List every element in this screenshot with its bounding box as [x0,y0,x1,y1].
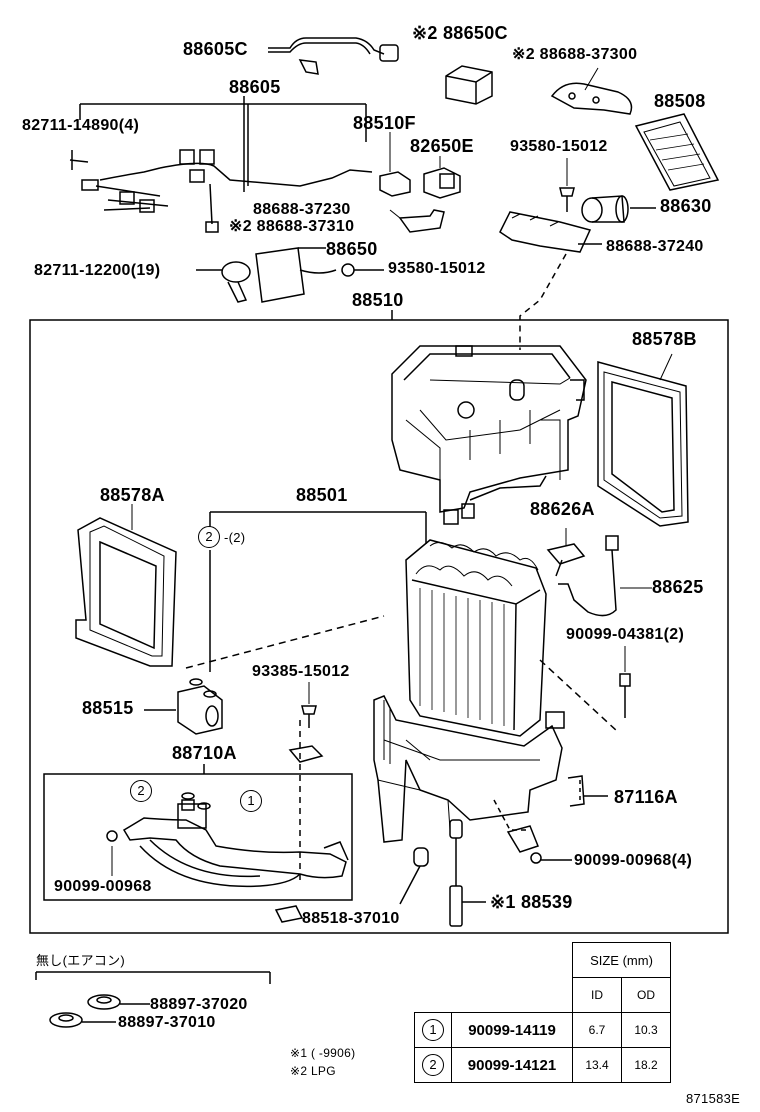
row-circle-2: 2 [422,1054,444,1076]
harness-88605 [70,96,372,232]
row-id-2: 13.4 [572,1047,622,1083]
label-82711-12200: 82711-12200(19) [34,262,161,279]
label-88515: 88515 [82,698,134,718]
bracket-88688-37300 [552,68,632,114]
pipe-88605C [268,38,398,74]
label-93580-15012-b: 93580-15012 [388,260,486,277]
label-88630: 88630 [660,196,712,216]
assembly-frame-88510 [30,320,728,933]
label-90099-00968: 90099-00968 [54,878,152,895]
row-od-1: 10.3 [621,1012,671,1048]
label-82711-14890: 82711-14890(4) [22,117,140,134]
drain-88539 [450,820,486,926]
label-88650: 88650 [326,239,378,259]
label-88650C: ※2 88650C [412,23,508,43]
label-88710A: 88710A [172,743,237,763]
screw-93580-15012-lower [342,264,384,276]
bolt-90099-04381 [620,646,630,718]
label-88518-37010: 88518-37010 [302,910,400,927]
connector-88510F [380,132,410,196]
relay-88650C [446,66,492,104]
clip-82711-12200 [196,262,250,302]
label-82650E: 82650E [410,136,474,156]
motor-88630 [582,196,656,222]
label-88539: ※1 88539 [490,892,573,912]
callout-circle-2-lower: 2 [130,780,152,802]
filter-88508 [636,114,718,190]
label-87116A: 87116A [614,787,678,807]
label-88605C: 88605C [183,39,248,59]
label-90099-04381: 90099-04381(2) [566,626,685,643]
note-no-ac: 無し(エアコン) [36,953,126,968]
size-table: SIZE (mm) ID OD 1 90099-14119 6.7 10.3 2… [414,942,671,1083]
sensor-88626A [548,528,584,576]
label-93580-15012-a: 93580-15012 [510,138,608,155]
evaporator-88501 [210,512,546,736]
row-circle-1: 1 [422,1019,444,1041]
label-88688-37300: ※2 88688-37300 [512,46,638,63]
valve-88515 [144,679,222,734]
grommets-88897 [36,972,270,1027]
label-88510: 88510 [352,290,404,310]
label-88688-37310: ※2 88688-37310 [229,218,355,235]
screw-93580-15012-top [560,158,574,212]
label-93385-15012: 93385-15012 [252,663,350,680]
row-part-2: 90099-14121 [451,1047,573,1083]
housing-lower [374,696,564,842]
note-2: ※2 LPG [290,1064,336,1078]
label-88501: 88501 [296,485,348,505]
label-88578B: 88578B [632,329,697,349]
size-col-id: ID [572,977,622,1013]
callout-qty: -(2) [224,530,246,545]
diagram-id: 871583E [686,1091,741,1106]
row-part-1: 90099-14119 [451,1012,573,1048]
row-id-1: 6.7 [572,1012,622,1048]
bracket-88688-37230 [390,210,444,232]
bracket-88688-37240 [500,212,602,350]
callout-circle-2-upper: 2 [198,526,220,548]
label-88897-37010: 88897-37010 [118,1014,216,1031]
label-90099-00968-4: 90099-00968(4) [574,852,693,869]
label-88605: 88605 [229,77,281,97]
label-88897-37020: 88897-37020 [150,996,248,1013]
housing-upper [392,346,586,524]
label-88626A: 88626A [530,499,595,519]
label-88688-37240: 88688-37240 [606,238,704,255]
label-88578A: 88578A [100,485,165,505]
row-od-2: 18.2 [621,1047,671,1083]
sensor-88625 [558,536,652,616]
connector-82650E [424,156,460,198]
seal-88578B [598,354,688,526]
size-table-title: SIZE (mm) [572,942,671,978]
screw-90099-00968-4 [508,826,572,863]
label-88625: 88625 [652,577,704,597]
pipe-assembly-88710A [44,764,352,922]
size-col-od: OD [621,977,671,1013]
note-1: ※1 ( -9906) [290,1046,356,1060]
table-row: 1 90099-14119 6.7 10.3 [414,1012,671,1048]
label-88688-37230: 88688-37230 [253,201,351,218]
screw-93385-15012 [290,682,322,762]
seal-88578A [76,504,176,666]
callout-circle-1: 1 [240,790,262,812]
amplifier-88650 [256,248,336,302]
label-88508: 88508 [654,91,706,111]
label-88510F: 88510F [353,113,416,133]
table-row: 2 90099-14121 13.4 18.2 [414,1047,671,1083]
drain-88518-37010 [400,848,428,904]
clip-87116A [568,776,608,806]
